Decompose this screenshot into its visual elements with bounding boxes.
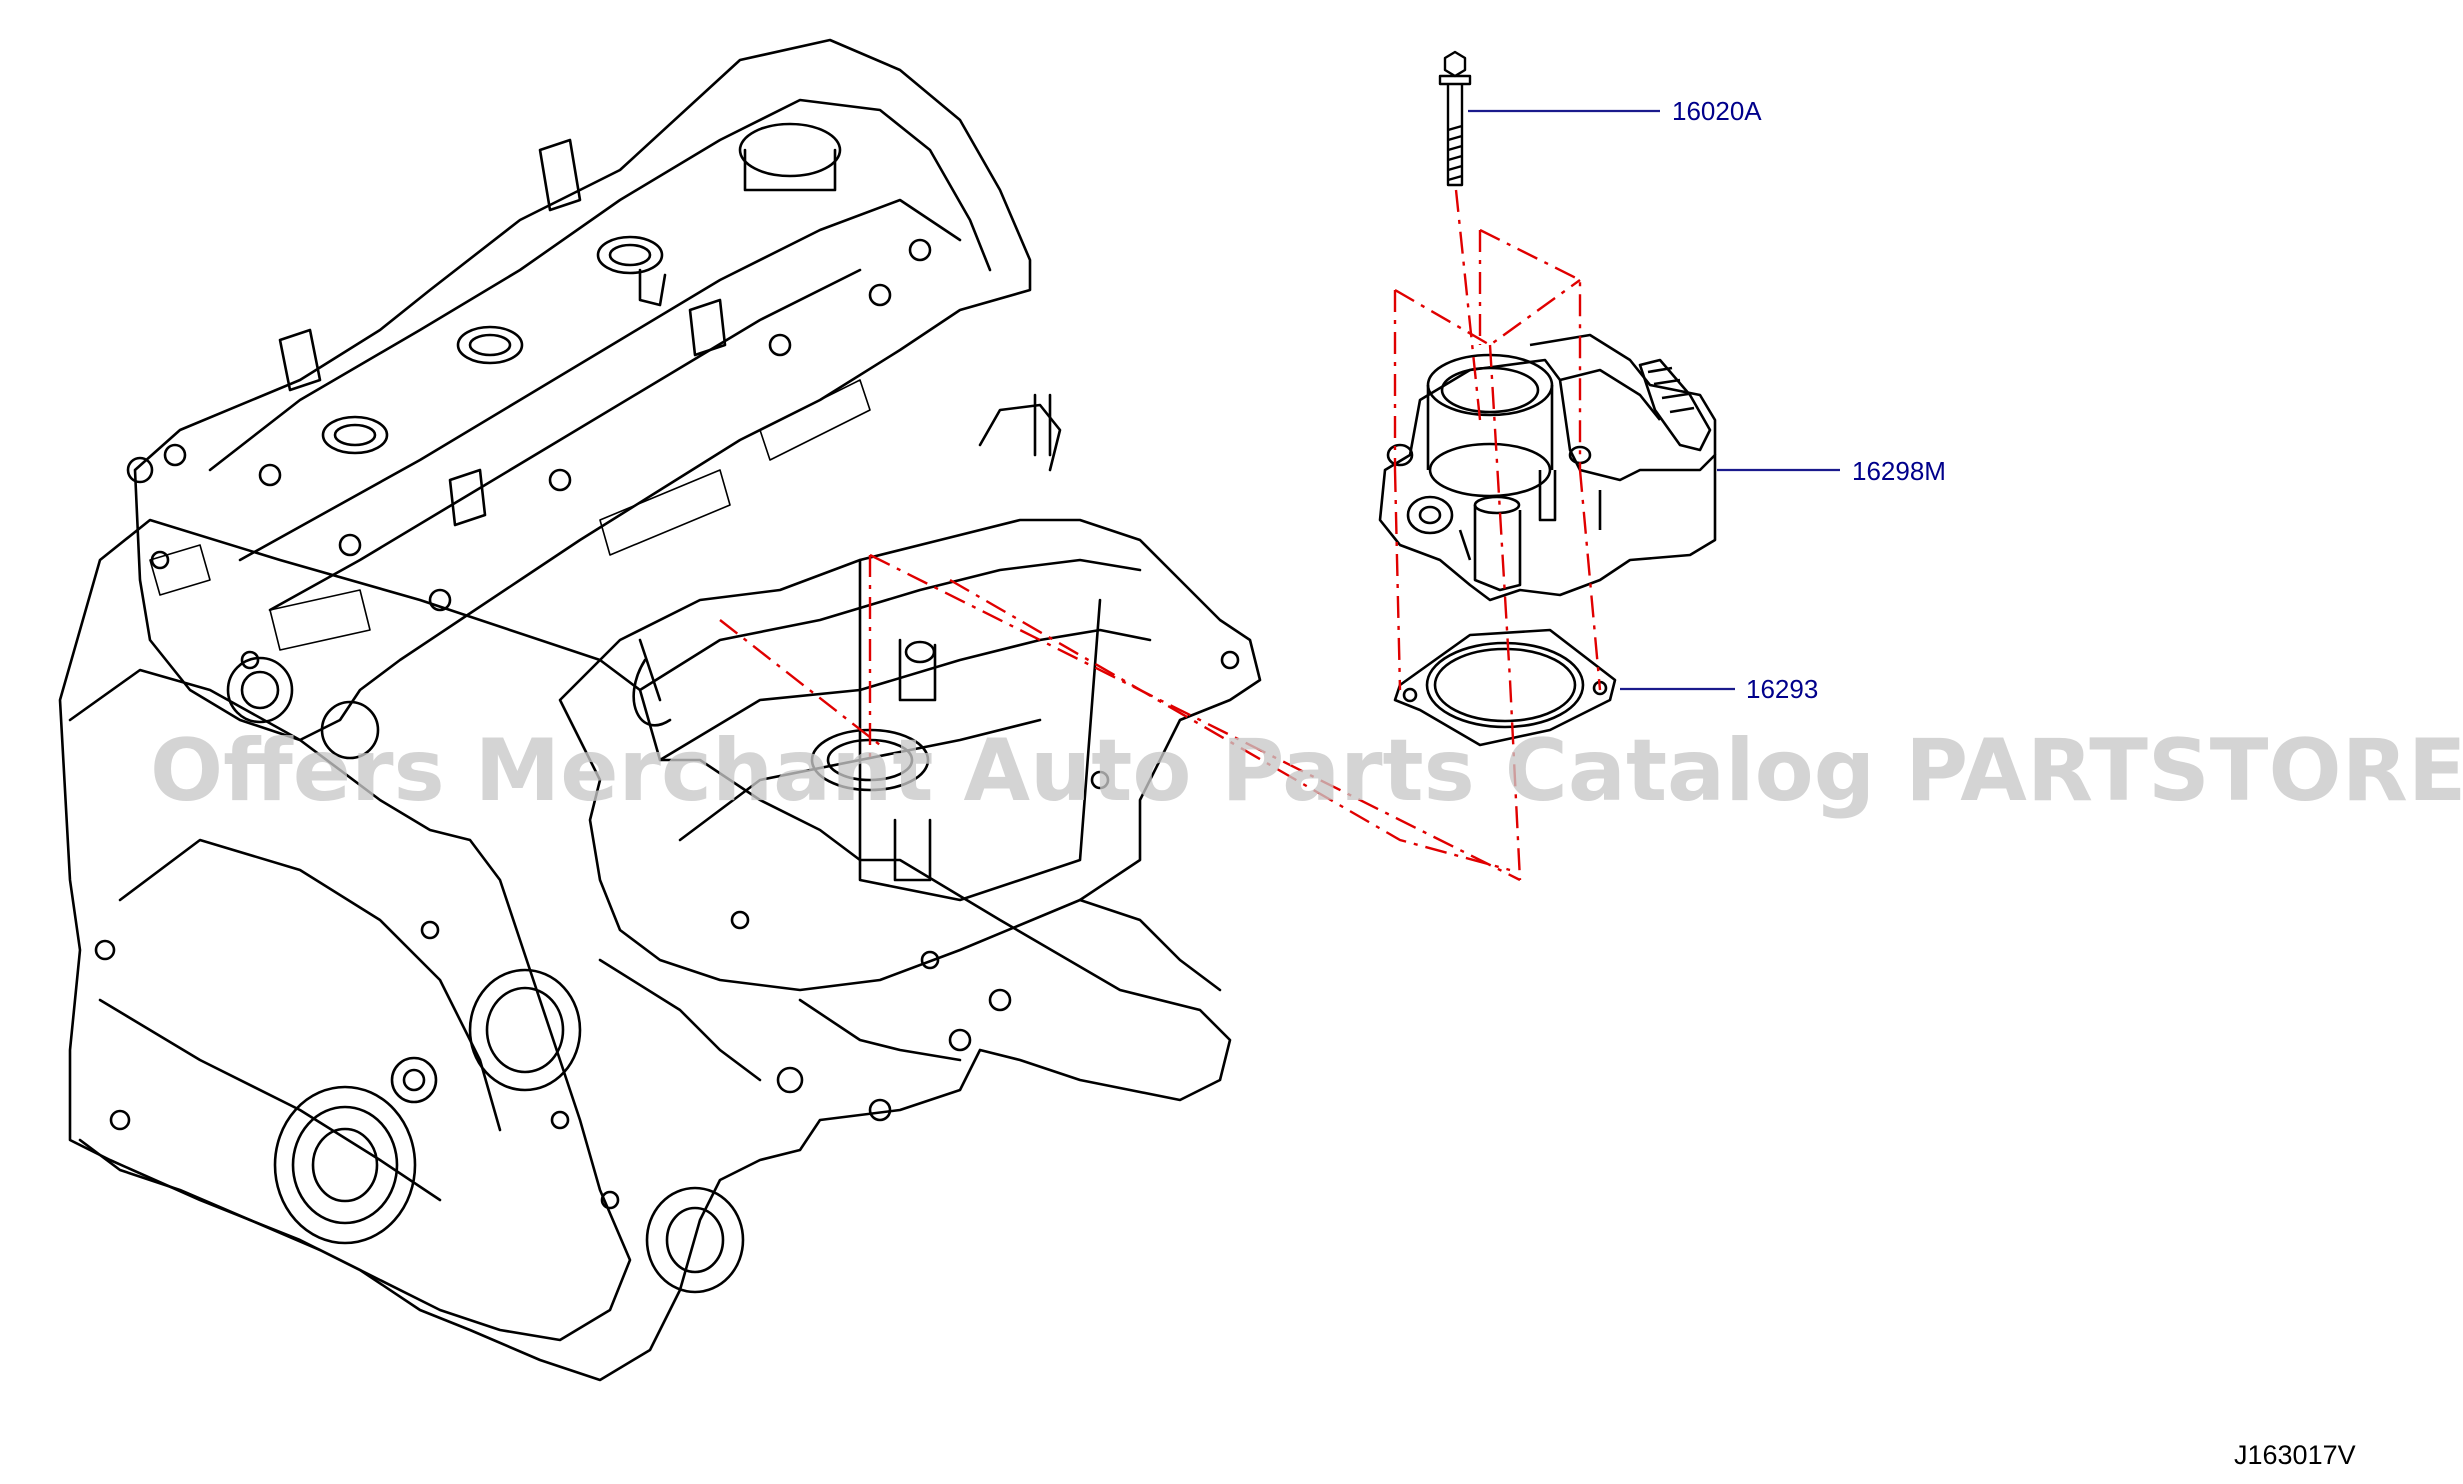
assembly-guide-lines bbox=[719, 189, 1602, 882]
bolt-drawing bbox=[1438, 50, 1472, 187]
callout-16293[interactable]: 16293 bbox=[1746, 674, 1818, 704]
callout-leaders bbox=[1468, 109, 1840, 691]
callout-16020A[interactable]: 16020A bbox=[1672, 96, 1762, 126]
diagram-code: J163017V bbox=[2234, 1440, 2356, 1470]
engine-assembly bbox=[58, 38, 1262, 1382]
watermark-text: Offers Merchant Auto Parts Catalog PARTS… bbox=[150, 721, 2463, 821]
throttle-body-drawing bbox=[1378, 333, 1717, 602]
callout-16298M[interactable]: 16298M bbox=[1852, 456, 1946, 486]
